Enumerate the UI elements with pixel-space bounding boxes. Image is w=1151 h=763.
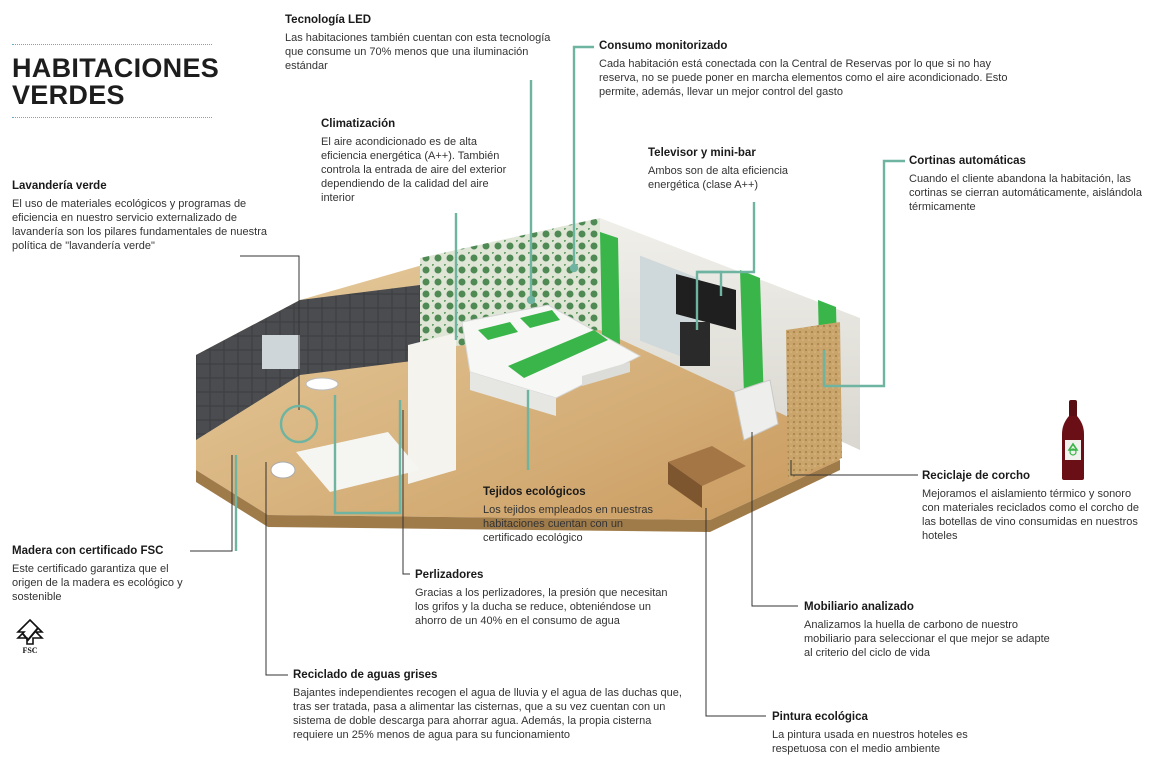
connector-lines xyxy=(190,45,918,717)
callout-cortinas-text: Cuando el cliente abandona la habitación… xyxy=(909,173,1142,213)
callout-cortinas-title: Cortinas automáticas xyxy=(909,155,1026,167)
callout-climatizacion: Climatización El aire acondicionado es d… xyxy=(321,118,516,205)
pillow-green xyxy=(478,322,518,340)
title-bottom-rule xyxy=(12,117,212,118)
callout-led-text: Las habitaciones también cuentan con est… xyxy=(285,32,551,72)
callout-corcho: Reciclaje de corcho Mejoramos el aislami… xyxy=(922,470,1147,543)
callout-mobiliario-text: Analizamos la huella de carbono de nuest… xyxy=(804,619,1050,659)
bed-base xyxy=(470,372,556,416)
callout-led: Tecnología LED Las habitaciones también … xyxy=(285,14,555,73)
pillow-green-2 xyxy=(520,310,560,328)
desk-front xyxy=(668,462,702,508)
fsc-logo-text: FSC xyxy=(22,646,38,655)
title-line-2: VERDES xyxy=(12,80,125,110)
partition-wall xyxy=(408,333,456,484)
wine-bottle-recycle-icon xyxy=(1062,400,1084,480)
connector-televisor-2 xyxy=(697,270,723,296)
callout-climatizacion-text: El aire acondicionado es de alta eficien… xyxy=(321,136,507,204)
callout-consumo-title: Consumo monitorizado xyxy=(599,40,728,52)
callout-perlizadores-title: Perlizadores xyxy=(415,569,484,581)
callout-madera-title: Madera con certificado FSC xyxy=(12,545,164,557)
callout-aguas: Reciclado de aguas grises Bajantes indep… xyxy=(293,669,688,742)
callout-pintura-text: La pintura usada en nuestros hoteles es … xyxy=(772,729,968,755)
title-top-rule xyxy=(12,44,212,45)
connector-consumo xyxy=(572,45,594,268)
bathroom-wall xyxy=(196,285,420,440)
cork-wall xyxy=(786,322,842,480)
connector-lavanderia-circle xyxy=(279,404,319,444)
bathroom-floor xyxy=(296,432,420,492)
callout-mobiliario: Mobiliario analizado Analizamos la huell… xyxy=(804,601,1054,660)
callout-lavanderia-text: El uso de materiales ecológicos y progra… xyxy=(12,198,267,252)
callout-lavanderia: Lavandería verde El uso de materiales ec… xyxy=(12,180,287,253)
callout-corcho-text: Mejoramos el aislamiento térmico y sonor… xyxy=(922,488,1140,542)
callout-aguas-title: Reciclado de aguas grises xyxy=(293,669,438,681)
green-curtain-left xyxy=(600,232,620,345)
desk xyxy=(668,446,746,486)
callout-madera: Madera con certificado FSC Este certific… xyxy=(12,545,187,604)
callout-tejidos-title: Tejidos ecológicos xyxy=(483,486,586,498)
callout-perlizadores: Perlizadores Gracias a los perlizadores,… xyxy=(415,569,670,628)
callout-pintura-title: Pintura ecológica xyxy=(772,711,868,723)
callout-aguas-text: Bajantes independientes recogen el agua … xyxy=(293,687,682,741)
callout-televisor: Televisor y mini-bar Ambos son de alta e… xyxy=(648,147,828,192)
callout-lavanderia-title: Lavandería verde xyxy=(12,180,107,192)
sink xyxy=(305,377,339,391)
bathroom-mirror xyxy=(262,335,300,369)
callout-corcho-title: Reciclaje de corcho xyxy=(922,470,1031,482)
connector-aguas xyxy=(265,462,288,676)
connector-cortinas xyxy=(822,159,905,388)
connector-lavanderia xyxy=(240,255,300,410)
room-structure xyxy=(196,218,860,532)
armchair xyxy=(733,379,779,441)
fsc-tree-check-icon xyxy=(16,618,44,645)
callout-madera-text: Este certificado garantiza que el origen… xyxy=(12,563,183,603)
callout-perlizadores-text: Gracias a los perlizadores, la presión q… xyxy=(415,587,668,627)
callout-led-title: Tecnología LED xyxy=(285,14,372,26)
connector-mobiliario xyxy=(751,432,798,607)
callout-mobiliario-title: Mobiliario analizado xyxy=(804,601,914,613)
connector-perlizadores xyxy=(402,410,410,575)
mini-bar xyxy=(680,322,710,366)
connector-corcho xyxy=(790,460,918,476)
title-block: HABITACIONES VERDES xyxy=(12,44,219,118)
bench xyxy=(582,362,630,386)
callout-pintura: Pintura ecológica La pintura usada en nu… xyxy=(772,711,997,756)
callout-consumo-text: Cada habitación está conectada con la Ce… xyxy=(599,58,1008,98)
green-curtain-right xyxy=(740,270,764,405)
callout-televisor-title: Televisor y mini-bar xyxy=(648,147,756,159)
callout-climatizacion-title: Climatización xyxy=(321,118,396,130)
connector-televisor xyxy=(695,202,756,330)
page-title: HABITACIONES VERDES xyxy=(12,55,219,110)
callout-tejidos-text: Los tejidos empleados en nuestras habita… xyxy=(483,504,653,544)
connector-perlizadores-2 xyxy=(333,395,402,515)
toilet xyxy=(270,461,296,479)
callout-cortinas: Cortinas automáticas Cuando el cliente a… xyxy=(909,155,1149,214)
callout-tejidos: Tejidos ecológicos Los tejidos empleados… xyxy=(483,486,661,545)
title-line-1: HABITACIONES xyxy=(12,53,220,83)
bed-green-runner xyxy=(508,330,608,378)
connector-madera xyxy=(190,455,233,552)
callout-consumo: Consumo monitorizado Cada habitación est… xyxy=(599,40,1014,99)
connector-pintura xyxy=(705,508,766,717)
callout-televisor-text: Ambos son de alta eficiencia energética … xyxy=(648,165,789,191)
